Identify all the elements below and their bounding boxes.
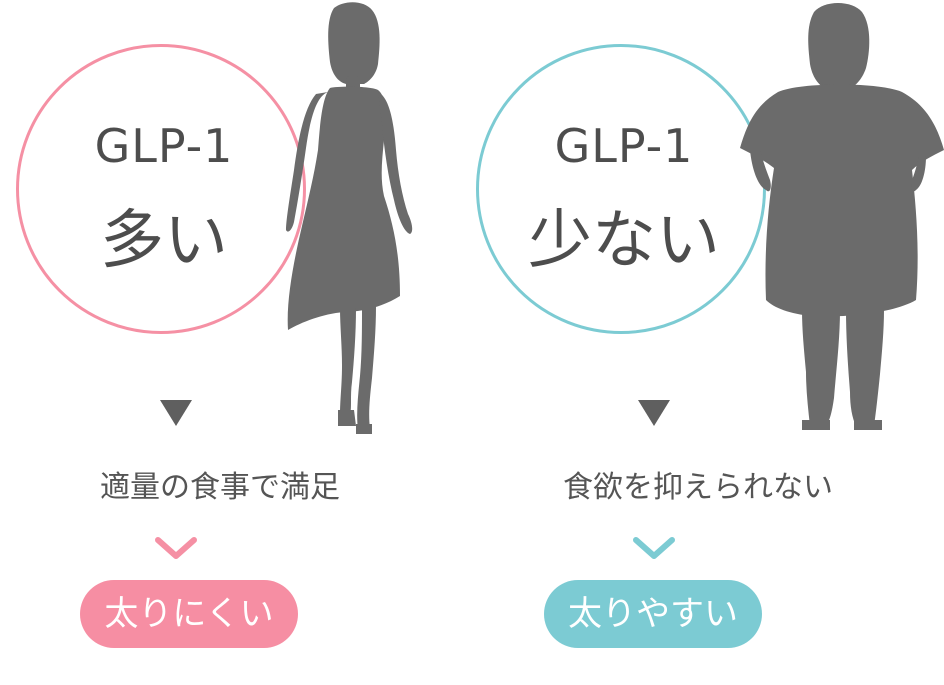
glp1-amount: 多い: [100, 204, 228, 278]
down-triangle-icon: [160, 400, 192, 426]
down-triangle-icon: [638, 400, 670, 426]
overweight-woman-silhouette-icon: [740, 3, 944, 430]
right-panel: GLP-1 少ない 食欲を抑えられない 太りやすい: [472, 0, 944, 685]
result-badge: 太りにくい: [80, 580, 298, 648]
glp1-low-circle: GLP-1 少ない: [476, 44, 766, 334]
chevron-down-icon: [633, 537, 675, 559]
effect-text: 食欲を抑えられない: [563, 470, 833, 505]
result-badge: 太りやすい: [544, 580, 762, 648]
slim-woman-silhouette-icon: [286, 2, 413, 434]
effect-text: 適量の食事で満足: [100, 470, 340, 505]
left-panel: GLP-1 多い 適量の食事で満足 太りにくい: [16, 2, 413, 648]
glp1-amount: 少ない: [528, 204, 720, 278]
glp1-high-circle: GLP-1 多い: [16, 44, 306, 334]
glp1-label: GLP-1: [94, 119, 234, 173]
chevron-down-icon: [155, 537, 197, 559]
glp1-label: GLP-1: [554, 119, 694, 173]
